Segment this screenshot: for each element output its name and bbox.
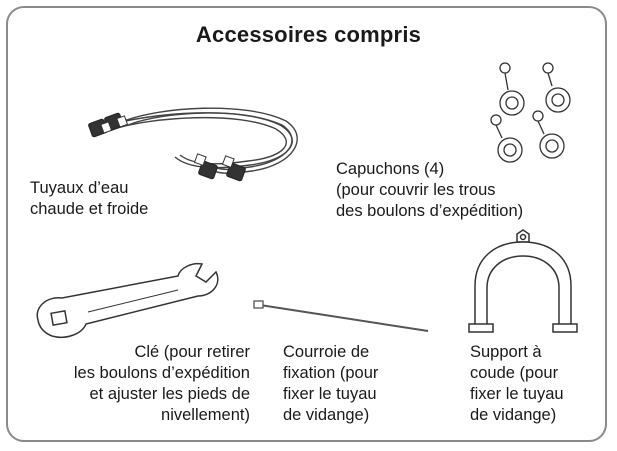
panel-title: Accessoires compris <box>195 22 422 47</box>
bracket-caption: Support à coude (pour fixer le tuyau de … <box>470 343 564 424</box>
caps-illustration <box>490 62 571 163</box>
wrench-illustration <box>36 262 219 338</box>
elbow-bracket-illustration <box>468 229 578 333</box>
accessories-panel <box>6 6 607 442</box>
wrench-caption: Clé (pour retirer les boulons d’expéditi… <box>73 343 250 424</box>
water-hoses-illustration <box>88 107 298 182</box>
hoses-caption: Tuyaux d’eau chaude et froide <box>30 179 149 218</box>
strap-illustration <box>253 300 429 332</box>
caps-caption: Capuchons (4) (pour couvrir les trous de… <box>336 160 524 220</box>
strap-caption: Courroie de fixation (pour fixer le tuya… <box>283 343 379 424</box>
